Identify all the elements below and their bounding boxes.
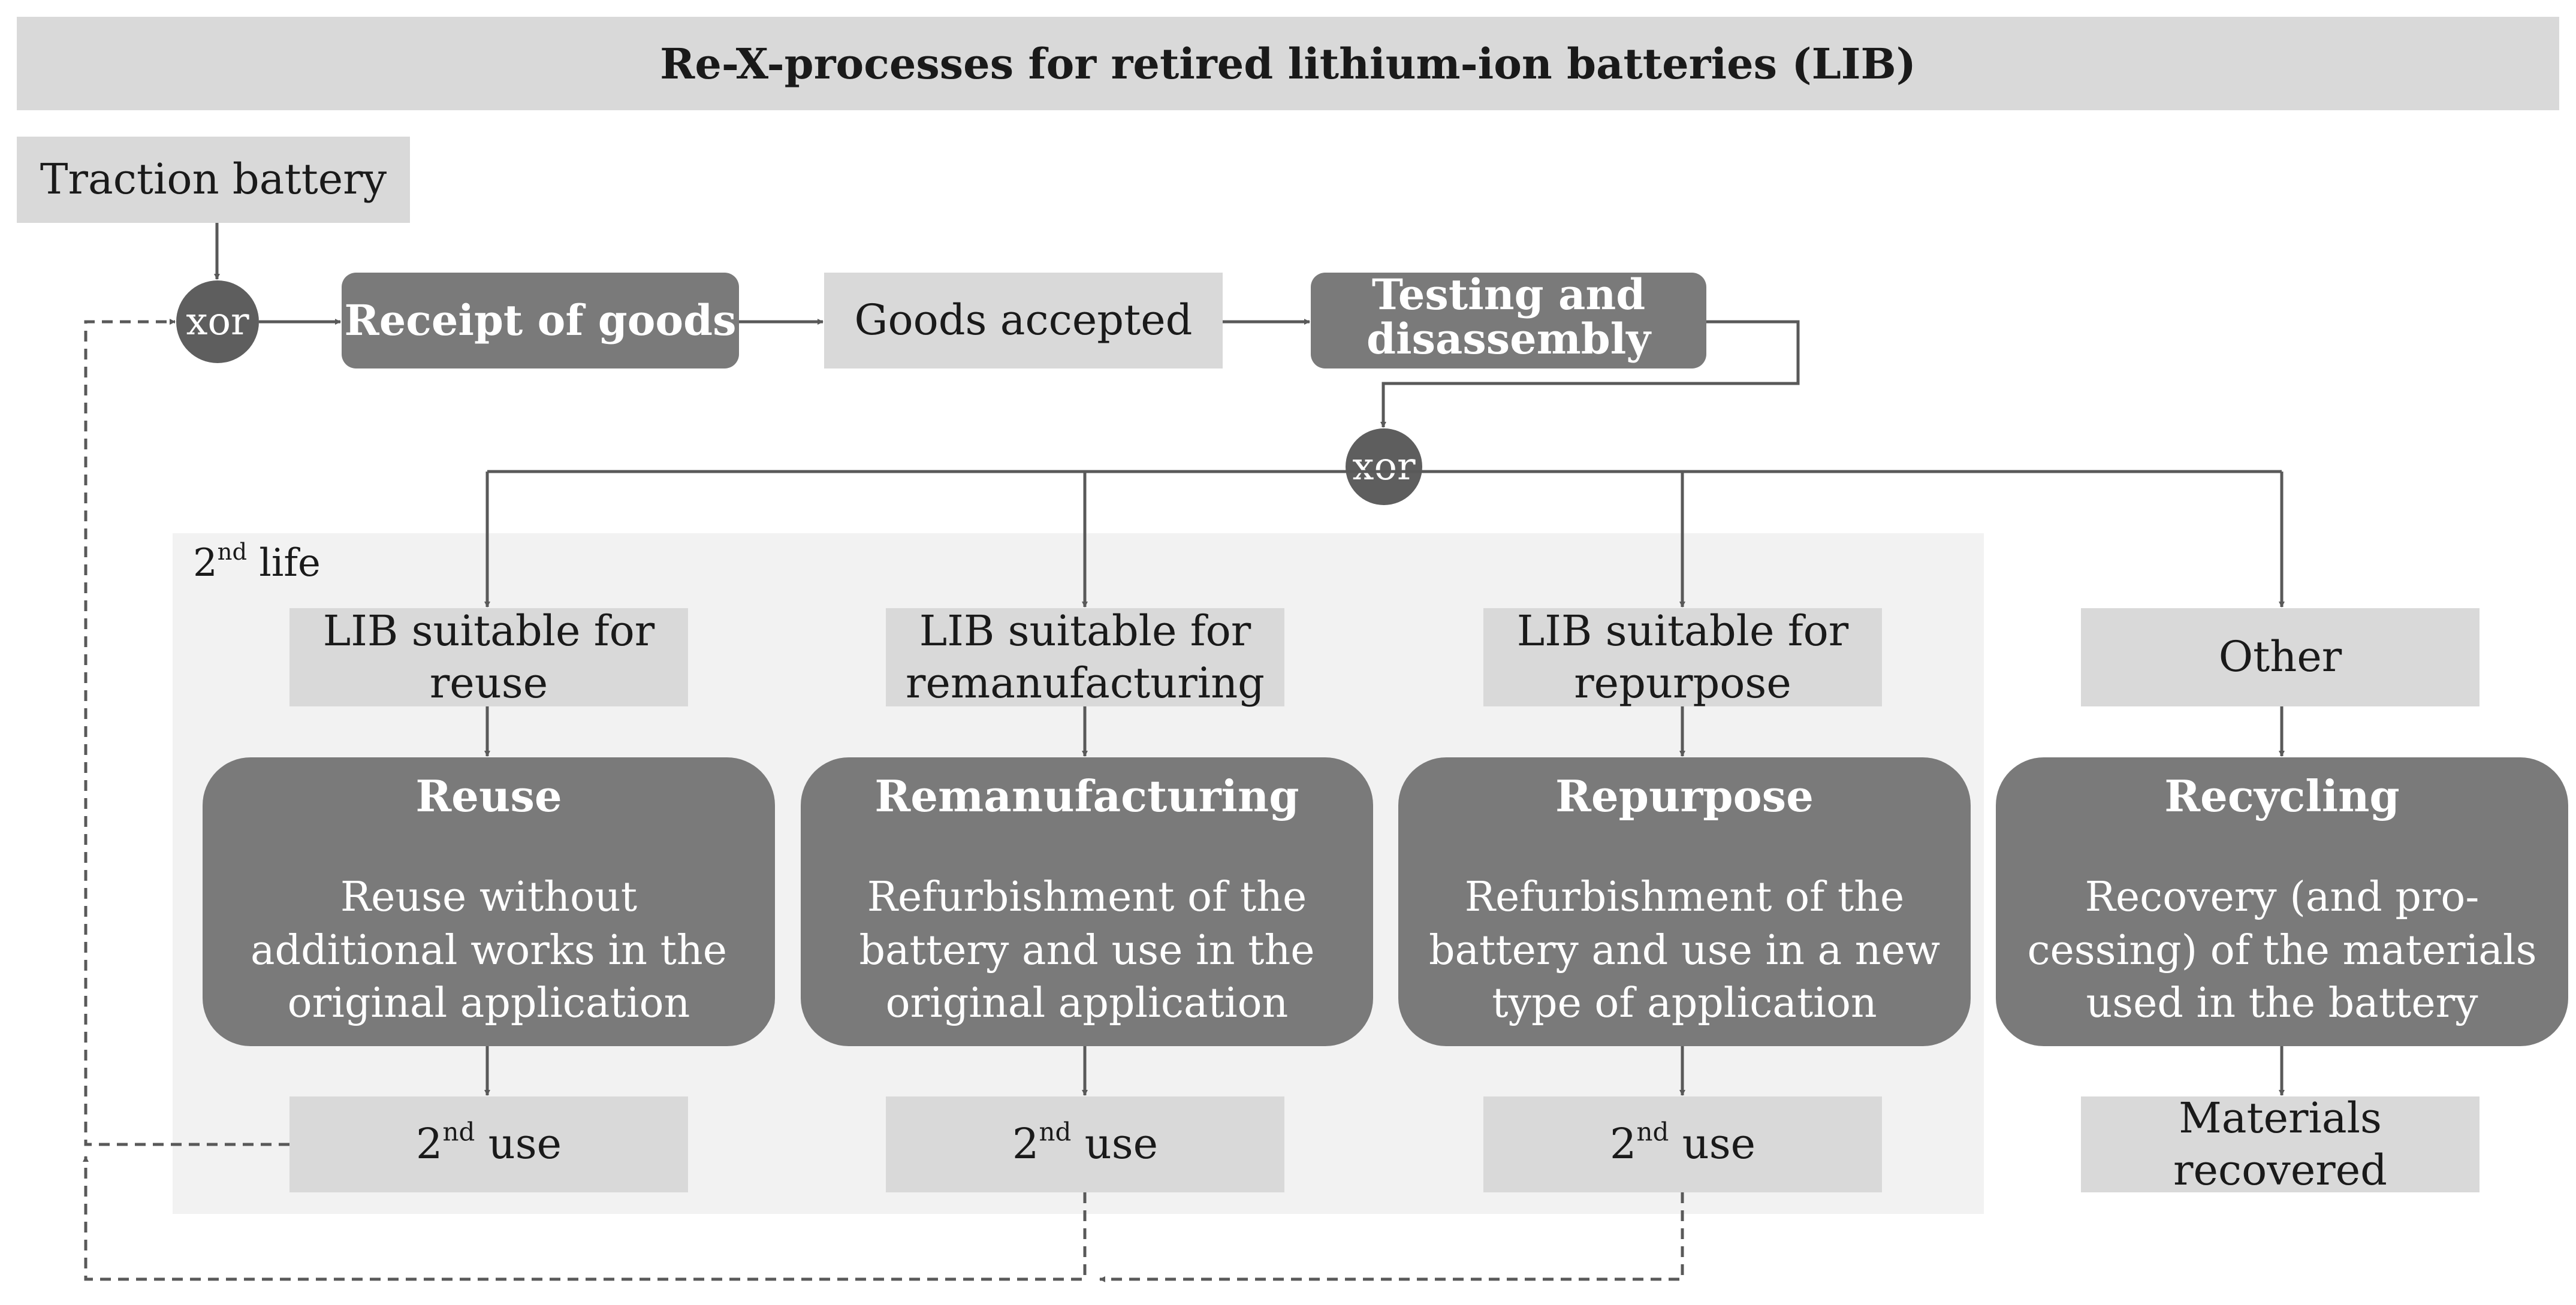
reuse-process-node: Reuse Reuse without additional works in … <box>203 757 775 1046</box>
remanufacturing-description: Refurbishment of the battery and use in … <box>859 874 1315 1028</box>
other-node: Other <box>2081 608 2480 706</box>
edge-feedback-reuse <box>84 319 289 1146</box>
traction-battery-node: Traction battery <box>17 137 410 223</box>
second-use-repurpose-node: 2nd use <box>1483 1096 1882 1192</box>
xor-gateway-top: xor <box>176 280 259 363</box>
remanufacturing-process-node: Remanufacturing Refurbishment of the bat… <box>801 757 1373 1046</box>
repurpose-description: Refurbishment of the battery and use in … <box>1428 874 1941 1028</box>
recycling-process-node: Recycling Recovery (and pro- cessing) of… <box>1996 757 2568 1046</box>
materials-recovered-node: Materials recovered <box>2081 1093 2480 1195</box>
second-use-remanufacturing-node: 2nd use <box>886 1096 1284 1192</box>
goods-accepted-node: Goods accepted <box>824 273 1223 368</box>
diagram-title: Re-X-processes for retired lithium-ion b… <box>17 17 2559 110</box>
receipt-of-goods-node: Receipt of goods <box>342 273 739 368</box>
repurpose-process-node: Repurpose Refurbishment of the battery a… <box>1398 757 1971 1046</box>
testing-disassembly-node: Testing and disassembly <box>1311 273 1706 368</box>
edge-feedback-reman <box>83 1156 1087 1281</box>
second-life-label: 2nd life <box>193 539 321 585</box>
lib-suitable-reuse-node: LIB suitable for reuse <box>289 606 688 708</box>
lib-suitable-repurpose-node: LIB suitable for repurpose <box>1483 606 1882 708</box>
reuse-title: Reuse <box>415 771 562 821</box>
lib-suitable-remanufacturing-node: LIB suitable for remanufacturing <box>886 606 1284 708</box>
remanufacturing-title: Remanufacturing <box>874 771 1299 821</box>
reuse-description: Reuse without additional works in the or… <box>251 874 727 1028</box>
recycling-description: Recovery (and pro- cessing) of the mater… <box>2027 874 2537 1028</box>
second-use-reuse-node: 2nd use <box>289 1096 688 1192</box>
edge-feedback-repurpose <box>1099 1192 1684 1282</box>
xor-gateway-branch: xor <box>1346 428 1422 505</box>
recycling-title: Recycling <box>2164 771 2400 821</box>
edge-testing-to-xor <box>1380 320 1800 428</box>
repurpose-title: Repurpose <box>1555 771 1814 821</box>
